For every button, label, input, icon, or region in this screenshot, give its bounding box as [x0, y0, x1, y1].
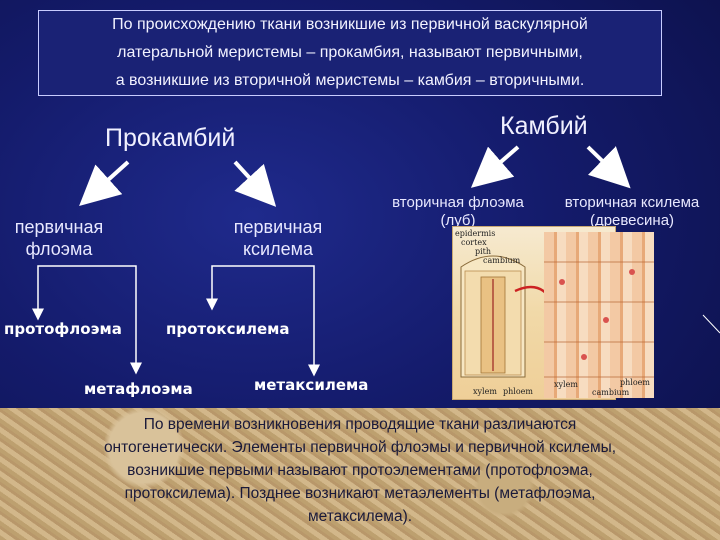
- header-line-2: латеральной меристемы – прокамбия, назыв…: [117, 44, 583, 61]
- procambium-title: Прокамбий: [105, 124, 236, 152]
- connector-xylem-proto: [206, 265, 262, 311]
- micro-label-phloem-2: phloem: [620, 378, 650, 387]
- header-line-1: По происхождению ткани возникшие из перв…: [112, 16, 588, 33]
- footer-stone-background: [0, 408, 720, 540]
- micro-label-phloem: phloem: [503, 387, 533, 396]
- primary-phloem-label: первичная флоэма: [14, 217, 104, 259]
- footer-line-3: возникшие первыми называют протоэлемента…: [127, 462, 593, 479]
- micro-label-cortex: cortex: [461, 238, 487, 247]
- micro-label-xylem: xylem: [473, 387, 497, 396]
- micro-label-pith: pith: [475, 247, 492, 256]
- micro-label-cambium: cambium: [483, 256, 521, 265]
- secondary-phloem-label: вторичная флоэма (луб): [392, 194, 524, 229]
- connector-xylem-meta: [262, 265, 320, 377]
- arrow-to-secondary-phloem: [470, 145, 520, 188]
- footer-line-5: метаксилема).: [307, 508, 413, 525]
- footer-line-4: протоксилема). Позднее возникают метаэле…: [124, 485, 596, 502]
- metaxylem-label: метаксилема: [254, 376, 369, 394]
- connector-phloem-proto: [32, 265, 88, 321]
- header-line-3: а возникшие из вторичной меристемы – кам…: [115, 72, 585, 89]
- micro-label-epidermis: epidermis: [455, 229, 496, 238]
- metaphloem-label: метафлоэма: [84, 380, 193, 398]
- footer-line-2: онтогенетически. Элементы первичной флоэ…: [103, 439, 617, 456]
- cambium-title: Камбий: [500, 112, 588, 140]
- connector-phloem-meta: [88, 265, 142, 375]
- protophloem-label: протофлоэма: [4, 320, 122, 338]
- micro-label-xylem-2: xylem: [554, 380, 578, 389]
- header-definition-box: По происхождению ткани возникшие из перв…: [38, 10, 662, 96]
- arrow-to-primary-xylem: [233, 160, 277, 207]
- primary-xylem-label: первичная ксилема: [233, 217, 323, 259]
- arrow-to-primary-phloem: [79, 160, 130, 207]
- footer-description: По времени возникновения проводящие ткан…: [22, 413, 698, 528]
- arrow-to-secondary-xylem: [586, 145, 631, 189]
- protoxylem-label: протоксилема: [166, 320, 290, 338]
- secondary-tissue-illustration: xylem phloem cambium: [544, 232, 654, 398]
- micro-label-cambium-2: cambium: [592, 388, 630, 397]
- footer-line-1: По времени возникновения проводящие ткан…: [143, 416, 577, 433]
- secondary-xylem-label: вторичная ксилема (древесина): [564, 194, 700, 229]
